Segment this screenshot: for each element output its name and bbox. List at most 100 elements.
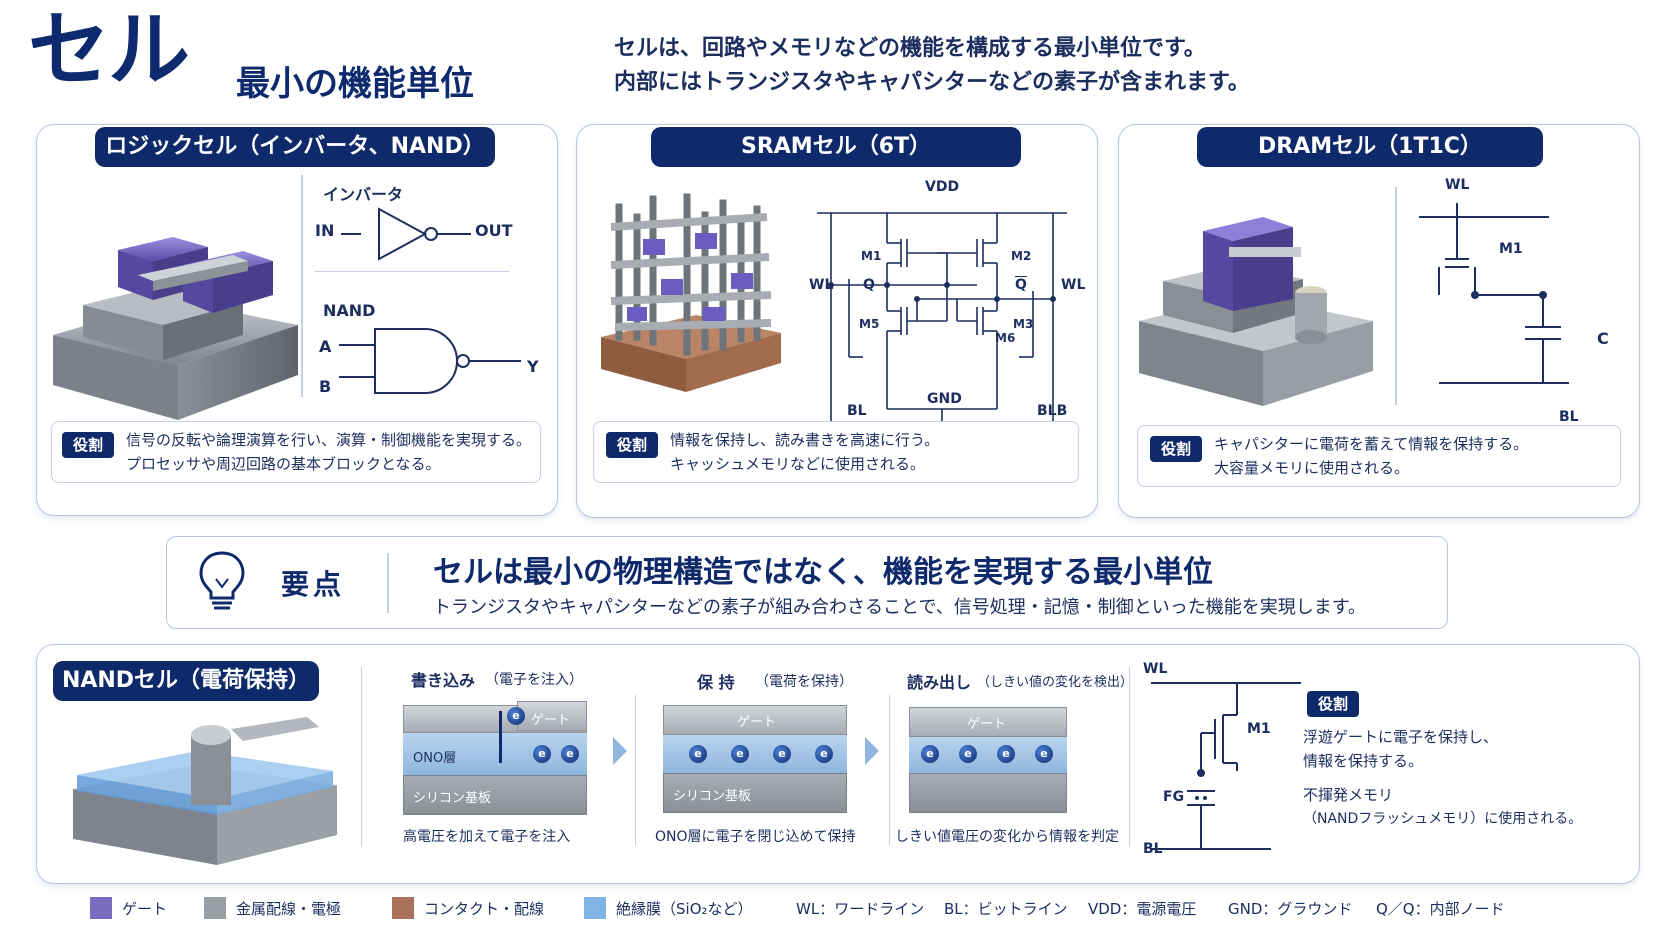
sram-wl-right-label: WL bbox=[1061, 277, 1086, 293]
sram-qbar-label: Q bbox=[1015, 277, 1027, 293]
dram-m1-label: M1 bbox=[1499, 241, 1523, 257]
description-line-1: セルは、回路やメモリなどの機能を構成する最小単位です。 bbox=[614, 36, 1206, 61]
nand-role-line-3: 不揮発メモリ bbox=[1303, 786, 1394, 804]
sram-cell-card: SRAMセル（6T） bbox=[576, 124, 1098, 518]
sram-vdd-label: VDD bbox=[925, 179, 960, 195]
legend-metal-swatch bbox=[204, 897, 226, 919]
inverter-gate-symbol bbox=[341, 207, 471, 261]
legend-wl-text: WL：ワードライン bbox=[796, 900, 925, 918]
legend-gate-text: ゲート bbox=[122, 900, 168, 918]
logic-role-tag: 役割 bbox=[62, 432, 114, 458]
nand-divider-1 bbox=[361, 667, 362, 847]
nand-write-title: 書き込み bbox=[411, 671, 476, 690]
nand-hold-note: （電荷を保持） bbox=[755, 674, 853, 690]
logic-cell-3d-illustration bbox=[53, 237, 298, 420]
key-point-label: 要点 bbox=[281, 568, 346, 601]
read-electron-2: e bbox=[959, 745, 977, 763]
nand-divider-2 bbox=[635, 695, 636, 845]
lightbulb-icon bbox=[199, 551, 245, 610]
dram-role-tag: 役割 bbox=[1150, 436, 1202, 462]
sram-gnd-label: GND bbox=[927, 391, 962, 407]
sram-wl-left-label: WL bbox=[809, 277, 834, 293]
logic-role-line-2: プロセッサや周辺回路の基本ブロックとなる。 bbox=[126, 455, 441, 473]
logic-cell-card: ロジックセル（インバータ、NAND） インバータ IN OUT NAND A B bbox=[36, 124, 558, 516]
nand-role-line-1: 浮遊ゲートに電子を保持し、 bbox=[1303, 728, 1499, 746]
step-arrow-2-icon bbox=[865, 737, 879, 765]
nand-divider-3 bbox=[889, 695, 890, 845]
hold-electron-2: e bbox=[731, 745, 749, 763]
legend-contact-swatch bbox=[392, 897, 414, 919]
logic-cell-title: ロジックセル（インバータ、NAND） bbox=[95, 127, 495, 167]
sram-blb-label: BLB bbox=[1037, 403, 1068, 419]
nand-b-label: B bbox=[319, 377, 332, 396]
read-gate-label: ゲート bbox=[967, 717, 1007, 732]
nand-write-note: （電子を注入） bbox=[485, 672, 583, 688]
nand-hold-title: 保 持 bbox=[697, 673, 735, 692]
nand-cell-title: NANDセル（電荷保持） bbox=[53, 661, 319, 701]
page-title: セル bbox=[28, 3, 190, 98]
dram-role-box: 役割 キャパシターに電荷を蓄えて情報を保持する。 大容量メモリに使用される。 bbox=[1137, 425, 1621, 487]
sram-cell-title: SRAMセル（6T） bbox=[651, 127, 1021, 167]
write-ono-label: ONO層 bbox=[413, 751, 457, 766]
write-gate-block bbox=[517, 701, 587, 731]
sram-m3-label: M3 bbox=[1013, 317, 1034, 331]
nand-hold-caption: ONO層に電子を閉じ込めて保持 bbox=[655, 829, 856, 845]
inverter-out-label: OUT bbox=[475, 221, 513, 240]
key-point-detail: トランジスタやキャパシターなどの素子が組み合わさることで、信号処理・記憶・制御と… bbox=[433, 597, 1366, 618]
sram-m5-label: M5 bbox=[859, 317, 880, 331]
logic-role-box: 役割 信号の反転や論理演算を行い、演算・制御機能を実現する。 プロセッサや周辺回… bbox=[51, 421, 541, 483]
hold-electron-4: e bbox=[815, 745, 833, 763]
nand-wl-label: WL bbox=[1143, 661, 1168, 677]
dram-wl-label: WL bbox=[1445, 177, 1470, 193]
read-gate-layer bbox=[909, 707, 1067, 737]
dram-cell-title: DRAMセル（1T1C） bbox=[1197, 127, 1543, 167]
read-electron-1: e bbox=[921, 745, 939, 763]
sram-m2-label: M2 bbox=[1011, 249, 1032, 263]
dram-divider bbox=[1395, 187, 1397, 405]
dram-role-line-1: キャパシターに電荷を蓄えて情報を保持する。 bbox=[1214, 435, 1529, 453]
sram-role-tag: 役割 bbox=[606, 432, 658, 458]
dram-cell-3d-illustration bbox=[1139, 217, 1373, 406]
nand-role-line-2: 情報を保持する。 bbox=[1303, 752, 1424, 770]
dram-schematic bbox=[1419, 203, 1569, 384]
hold-si-label: シリコン基板 bbox=[673, 789, 752, 804]
dram-c-label: C bbox=[1597, 329, 1609, 348]
nand-m1-label: M1 bbox=[1247, 721, 1271, 737]
logic-role-line-1: 信号の反転や論理演算を行い、演算・制御機能を実現する。 bbox=[126, 431, 532, 449]
hold-electron-3: e bbox=[773, 745, 791, 763]
write-gate-label: ゲート bbox=[531, 713, 571, 728]
sram-role-box: 役割 情報を保持し、読み書きを高速に行う。 キャッシュメモリなどに使用される。 bbox=[593, 421, 1079, 483]
hold-gate-layer bbox=[663, 705, 847, 735]
write-electron-3: e bbox=[561, 745, 579, 763]
nand-cell-card: NANDセル（電荷保持） 書き込み （電子を注入） ゲート ONO層 シリコン基… bbox=[36, 644, 1640, 884]
read-si-layer bbox=[909, 773, 1067, 813]
dram-bl-label: BL bbox=[1559, 409, 1579, 425]
key-point-headline: セルは最小の物理構造ではなく、機能を実現する最小単位 bbox=[433, 555, 1213, 590]
nand-y-label: Y bbox=[527, 357, 539, 376]
legend-gate-swatch bbox=[90, 897, 112, 919]
sram-schematic bbox=[817, 212, 1067, 427]
sram-role-line-2: キャッシュメモリなどに使用される。 bbox=[670, 455, 926, 473]
nand-role-line-4: （NANDフラッシュメモリ）に使用される。 bbox=[1303, 811, 1583, 827]
hold-gate-label: ゲート bbox=[737, 715, 777, 730]
legend-bl-text: BL：ビットライン bbox=[944, 900, 1068, 918]
nand-read-title: 読み出し bbox=[907, 673, 972, 692]
logic-divider-horizontal bbox=[315, 271, 509, 272]
nand-cell-3d-illustration bbox=[73, 717, 337, 865]
inverter-in-label: IN bbox=[315, 221, 335, 240]
nand-divider-4 bbox=[1129, 667, 1130, 847]
nand-a-label: A bbox=[319, 337, 332, 356]
legend-insulator-swatch bbox=[584, 897, 606, 919]
write-ono-layer bbox=[403, 733, 587, 775]
legend-vdd-text: VDD：電源電圧 bbox=[1088, 900, 1197, 918]
step-arrow-1-icon bbox=[613, 737, 627, 765]
write-arrow bbox=[499, 711, 502, 763]
nand-label: NAND bbox=[323, 301, 376, 320]
nand-read-caption: しきい値電圧の変化から情報を判定 bbox=[895, 829, 1119, 845]
legend-gnd-text: GND：グラウンド bbox=[1228, 900, 1353, 918]
read-electron-3: e bbox=[997, 745, 1015, 763]
hold-si-layer bbox=[663, 773, 847, 813]
write-si-layer bbox=[403, 775, 587, 815]
nand-write-caption: 高電圧を加えて電子を注入 bbox=[403, 829, 571, 845]
key-point-box: 要点 セルは最小の物理構造ではなく、機能を実現する最小単位 トランジスタやキャパ… bbox=[166, 536, 1448, 629]
